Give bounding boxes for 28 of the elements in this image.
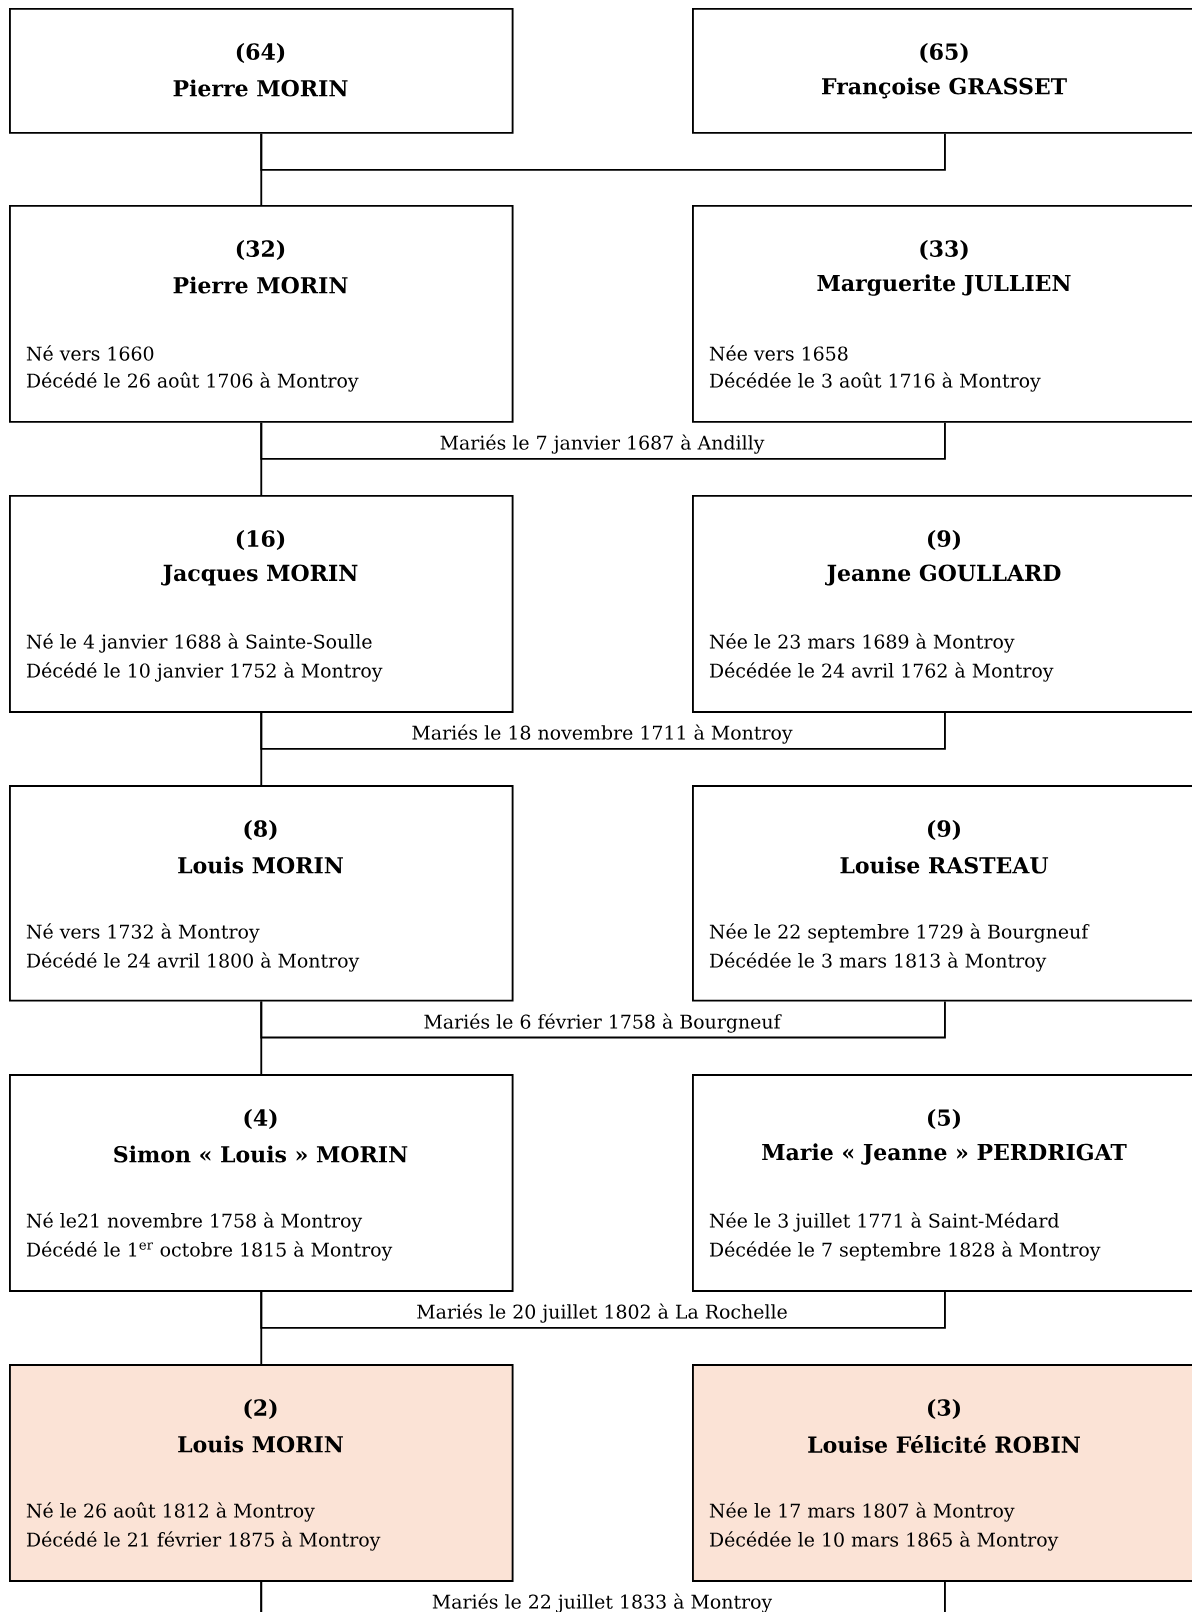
person-box: (33) Marguerite JULLIEN Née vers 1658 Décédée le 3 août 1716 à Montroy (692, 205, 1192, 423)
person-box: (2) Louis MORIN Né le 26 août 1812 à Montroy Décédé le 21 février 1875 à Montroy (9, 1364, 514, 1582)
descent-line (260, 421, 263, 496)
person-box: (3) Louise Félicité ROBIN Née le 17 mars 1807 à Montroy Décédée le 10 mars 1865 à Montroy (692, 1364, 1192, 1582)
person-box: (9) Jeanne GOULLARD Née le 23 mars 1689 à Montroy Décédée le 24 avril 1762 à Montroy (692, 495, 1192, 713)
descent-line (260, 1000, 263, 1075)
marriage-bracket (260, 711, 946, 750)
edge-label: Mariés le 20 juillet 1802 à La Rochelle (414, 1302, 790, 1325)
descent-line (260, 132, 263, 206)
descent-line (260, 711, 263, 786)
marriage-bracket (260, 1000, 946, 1039)
marriage-bracket (260, 1290, 946, 1329)
person-box: (65) Françoise GRASSET (692, 8, 1192, 134)
edge-label: Mariés le 22 juillet 1833 à Montroy (430, 1592, 774, 1612)
person-box: (9) Louise RASTEAU Née le 22 septembre 1729 à Bourgneuf Décédée le 3 mars 1813 à Montroy (692, 785, 1192, 1002)
marriage-bracket (260, 132, 946, 171)
connector-line (260, 1580, 263, 1612)
person-box: (8) Louis MORIN Né vers 1732 à Montroy Décédé le 24 avril 1800 à Montroy (9, 785, 514, 1002)
edge-label: Mariés le 6 février 1758 à Bourgneuf (422, 1012, 782, 1035)
descent-line (260, 1290, 263, 1365)
marriage-bracket (260, 421, 946, 460)
person-box: (4) Simon « Louis » MORIN Né le21 novembre 1758 à Montroy Décédé le 1$^{er}$ octobre 1815 à Montroy (9, 1074, 514, 1292)
edge-label: Mariés le 18 novembre 1711 à Montroy (410, 723, 794, 746)
edge-label: Mariés le 7 janvier 1687 à Andilly (438, 433, 766, 456)
person-box: (64) Pierre MORIN (9, 8, 514, 134)
person-box: (32) Pierre MORIN Né vers 1660 Décédé le 26 août 1706 à Montroy (9, 205, 514, 423)
person-box: (16) Jacques MORIN Né le 4 janvier 1688 à Sainte-Soulle Décédé le 10 janvier 1752 à Montroy (9, 495, 514, 713)
person-box: (5) Marie « Jeanne » PERDRIGAT Née le 3 juillet 1771 à Saint-Médard Décédée le 7 septembre 1828 à Montroy (692, 1074, 1192, 1292)
